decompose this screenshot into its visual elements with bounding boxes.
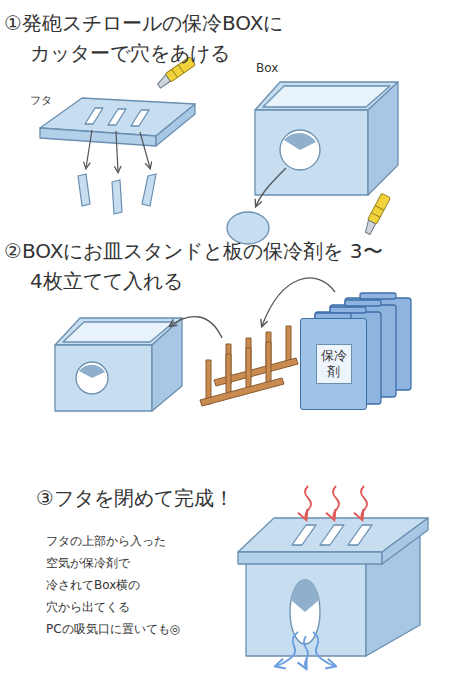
step-heading: ①発砲スチロールの保冷BOXに カッターで穴をあける: [4, 8, 453, 68]
arrow: [256, 168, 286, 206]
cool-air-arrow: [276, 632, 335, 668]
arrow: [170, 317, 222, 338]
step-heading: ③フタを閉めて完成！: [36, 484, 234, 512]
part-label: フタ: [30, 94, 52, 108]
warm-air-arrow: [305, 486, 367, 519]
step-heading: ②BOXにお皿スタンドと板の保冷剤を 3〜4枚立てて入れる: [4, 236, 453, 296]
lid: [40, 98, 195, 146]
foam-box: [55, 318, 182, 411]
closed-box: [238, 518, 428, 656]
part-label: Box: [256, 60, 278, 76]
note-text: フタの上部から入った 空気が保冷剤で 冷されてBox横の 穴から出てくる PCの…: [46, 530, 188, 640]
dish-stand: [200, 326, 298, 406]
ice-pack: 保冷剤: [300, 318, 367, 410]
pack-label: 保冷剤: [316, 344, 352, 385]
cutter-knife: [362, 193, 391, 235]
cut-pieces: [78, 130, 156, 214]
